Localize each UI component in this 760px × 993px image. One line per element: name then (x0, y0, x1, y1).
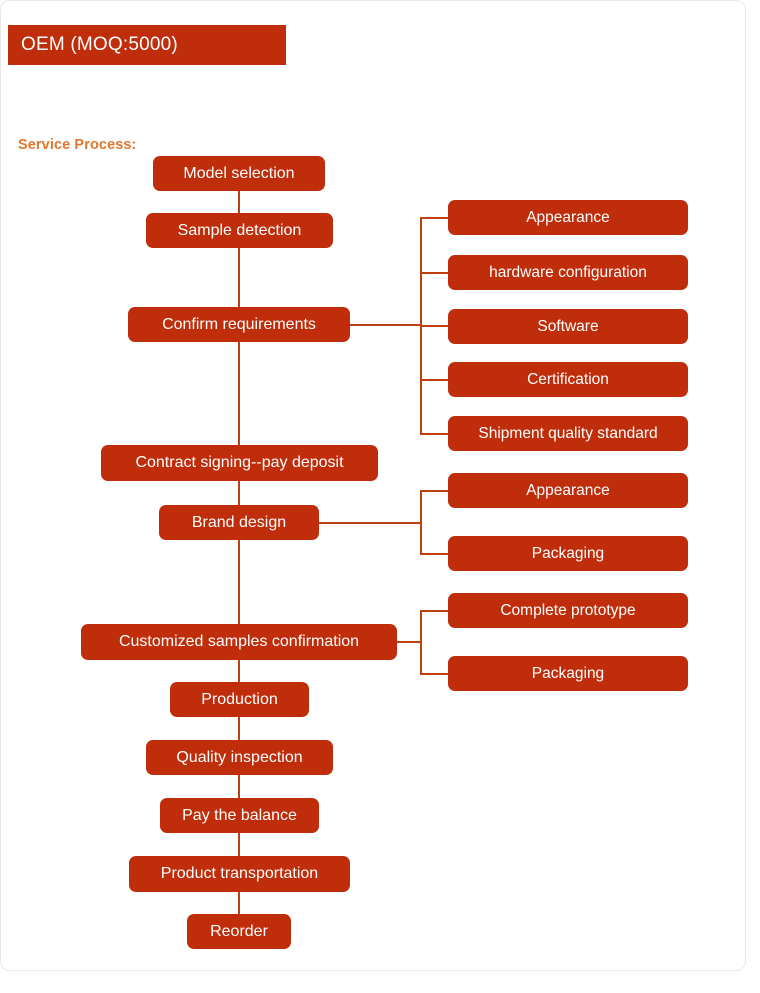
branch-node-label: Appearance (526, 481, 610, 499)
flowchart-page: OEM (MOQ:5000) Service Process: Model se… (0, 0, 746, 971)
flow-node[interactable]: Contract signing--pay deposit (101, 445, 378, 481)
flow-node-label: Reorder (210, 922, 268, 940)
flow-node[interactable]: Production (170, 682, 309, 717)
flow-node-label: Product transportation (160, 865, 319, 882)
branch-node[interactable]: Packaging (448, 536, 688, 571)
flow-node-label: Sample detection (177, 221, 302, 239)
branch-node-label: Packaging (531, 544, 605, 562)
header-banner: OEM (MOQ:5000) (8, 25, 286, 65)
flow-node-label: Production (201, 690, 278, 708)
branch-stub-1 (420, 325, 448, 327)
flow-node-label: Brand design (191, 513, 287, 531)
page-title: OEM (MOQ:5000) (21, 34, 178, 55)
main-flow-connector (238, 481, 240, 505)
flow-node[interactable]: Pay the balance (160, 798, 319, 833)
flow-node[interactable]: Confirm requirements (128, 307, 350, 342)
main-flow-connector (238, 342, 240, 445)
main-flow-connector (238, 833, 240, 856)
flow-node-label: Pay the balance (182, 806, 297, 824)
branch-trunk-2 (420, 490, 422, 554)
branch-node[interactable]: Complete prototype (448, 593, 688, 628)
branch-stub-1 (420, 379, 448, 381)
branch-stem-1 (350, 324, 422, 326)
flow-node[interactable]: Reorder (187, 914, 291, 949)
main-flow-connector (238, 892, 240, 914)
branch-trunk-3 (420, 610, 422, 674)
flow-node-label: Contract signing--pay deposit (135, 454, 344, 471)
branch-node-label: hardware configuration (489, 263, 647, 281)
main-flow-connector (238, 191, 240, 213)
flow-node[interactable]: Product transportation (129, 856, 350, 892)
flow-node[interactable]: Sample detection (146, 213, 333, 248)
main-flow-connector (238, 540, 240, 624)
branch-node[interactable]: Appearance (448, 473, 688, 508)
main-flow-connector (238, 775, 240, 798)
branch-stub-1 (420, 433, 448, 435)
branch-node[interactable]: Shipment quality standard (448, 416, 688, 451)
flow-node[interactable]: Brand design (159, 505, 319, 540)
branch-node-label: Complete prototype (500, 601, 636, 619)
flow-node-label: Customized samples confirmation (118, 633, 360, 650)
connector-layer (1, 1, 745, 970)
branch-node[interactable]: Packaging (448, 656, 688, 691)
main-flow-connector (238, 660, 240, 682)
flow-node-label: Model selection (183, 164, 295, 182)
branch-stub-1 (420, 272, 448, 274)
branch-stem-3 (397, 641, 422, 643)
branch-stub-1 (420, 217, 448, 219)
branch-node-label: Software (537, 317, 599, 335)
branch-stub-2 (420, 553, 448, 555)
branch-stem-2 (319, 522, 422, 524)
service-process-label: Service Process: (18, 137, 137, 153)
branch-node-label: Packaging (531, 664, 605, 682)
branch-node[interactable]: Software (448, 309, 688, 344)
branch-node[interactable]: Appearance (448, 200, 688, 235)
flow-node[interactable]: Customized samples confirmation (81, 624, 397, 660)
branch-node[interactable]: hardware configuration (448, 255, 688, 290)
flow-node-label: Confirm requirements (162, 315, 316, 333)
flow-node-label: Quality inspection (176, 748, 303, 766)
branch-stub-3 (420, 610, 448, 612)
branch-node-label: Certification (527, 370, 609, 388)
branch-node[interactable]: Certification (448, 362, 688, 397)
flow-node[interactable]: Model selection (153, 156, 325, 191)
branch-node-label: Appearance (526, 208, 610, 226)
branch-stub-2 (420, 490, 448, 492)
branch-stub-3 (420, 673, 448, 675)
flow-node[interactable]: Quality inspection (146, 740, 333, 775)
branch-node-label: Shipment quality standard (478, 424, 658, 442)
main-flow-connector (238, 717, 240, 740)
main-flow-connector (238, 248, 240, 307)
